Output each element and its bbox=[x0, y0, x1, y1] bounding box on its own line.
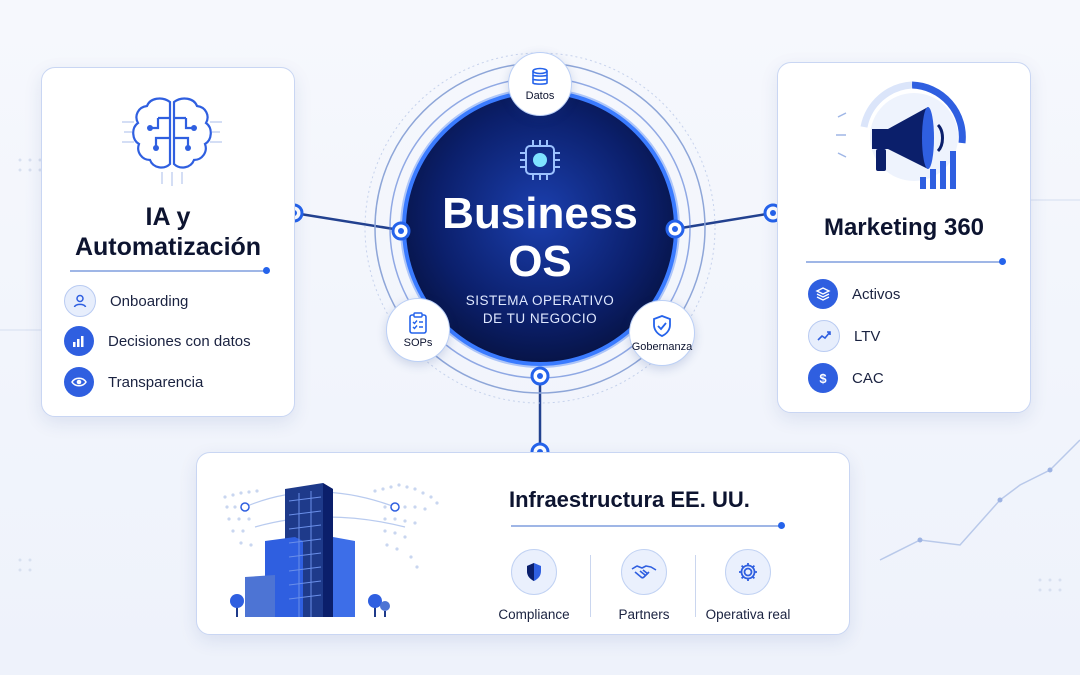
svg-text:$: $ bbox=[819, 371, 827, 386]
satellite-gobernanza[interactable]: Gobernanza bbox=[629, 300, 695, 366]
infrastructure-card-divider bbox=[511, 522, 785, 528]
marketing-card[interactable]: Marketing 360 Activos LTV $ CAC bbox=[777, 62, 1031, 413]
shield-check-icon bbox=[653, 314, 671, 337]
core-title: Business OS bbox=[420, 190, 660, 286]
marketing-item-label: Activos bbox=[852, 285, 901, 303]
satellite-datos-label: Datos bbox=[525, 89, 555, 102]
satellite-sops[interactable]: SOPs bbox=[386, 298, 450, 362]
megaphone-icon bbox=[836, 81, 966, 189]
shield-icon bbox=[511, 549, 557, 595]
infra-separator bbox=[590, 555, 591, 617]
chip-icon bbox=[520, 140, 560, 180]
layers-icon bbox=[808, 279, 838, 309]
handshake-icon bbox=[621, 549, 667, 595]
ia-card-title-line2: Automatización bbox=[74, 233, 262, 261]
gear-icon bbox=[725, 549, 771, 595]
infrastructure-card-title: Infraestructura EE. UU. bbox=[509, 487, 750, 512]
infra-item-label: Partners bbox=[618, 607, 670, 622]
marketing-item-label: CAC bbox=[852, 369, 884, 387]
ia-item-onboarding[interactable]: Onboarding bbox=[64, 285, 188, 317]
marketing-item-ltv[interactable]: LTV bbox=[808, 320, 880, 352]
marketing-card-divider bbox=[806, 258, 1006, 264]
ia-item-transparencia[interactable]: Transparencia bbox=[64, 367, 203, 397]
building-map-icon bbox=[223, 483, 439, 617]
us-map-dots bbox=[223, 483, 439, 569]
checklist-icon bbox=[409, 311, 427, 334]
ia-item-label: Transparencia bbox=[108, 373, 204, 391]
database-icon bbox=[532, 67, 548, 85]
ia-card-divider bbox=[70, 267, 270, 273]
connector-right bbox=[674, 211, 774, 231]
satellite-sops-label: SOPs bbox=[403, 336, 433, 349]
infra-item-label: Compliance bbox=[498, 607, 570, 622]
infra-item-compliance[interactable]: Compliance bbox=[479, 549, 589, 622]
satellite-datos[interactable]: Datos bbox=[508, 52, 572, 116]
marketing-item-label: LTV bbox=[854, 327, 881, 345]
ia-automation-card[interactable]: IA y Automatización Onboarding Decisione… bbox=[41, 67, 295, 417]
ia-card-title: IA y Automatización bbox=[42, 202, 294, 262]
core-title-line1: Business bbox=[442, 189, 638, 238]
connector-left bbox=[293, 211, 401, 232]
satellite-gobernanza-label: Gobernanza bbox=[631, 340, 693, 353]
infrastructure-card[interactable]: Infraestructura EE. UU. Compliance Partn… bbox=[196, 452, 850, 635]
infra-item-label: Operativa real bbox=[705, 607, 791, 622]
marketing-card-title: Marketing 360 bbox=[823, 214, 985, 241]
infra-separator bbox=[695, 555, 696, 617]
user-icon bbox=[64, 285, 96, 317]
core-subtitle-line1: SISTEMA OPERATIVO bbox=[465, 293, 615, 308]
office-building bbox=[245, 483, 355, 617]
ia-item-label: Decisiones con datos bbox=[108, 332, 251, 350]
marketing-item-cac[interactable]: $ CAC bbox=[808, 363, 884, 393]
ia-item-decisiones[interactable]: Decisiones con datos bbox=[64, 326, 251, 356]
bar-chart-icon bbox=[64, 326, 94, 356]
core-subtitle: SISTEMA OPERATIVO DE TU NEGOCIO bbox=[440, 292, 640, 328]
infra-item-operativa[interactable]: Operativa real bbox=[693, 549, 803, 622]
core-title-line2: OS bbox=[508, 237, 572, 286]
infra-item-partners[interactable]: Partners bbox=[589, 549, 699, 622]
ia-item-label: Onboarding bbox=[110, 292, 189, 310]
brain-circuit-icon bbox=[122, 97, 222, 186]
dollar-icon: $ bbox=[808, 363, 838, 393]
trees bbox=[230, 594, 390, 617]
eye-icon bbox=[64, 367, 94, 397]
core-subtitle-line2: DE TU NEGOCIO bbox=[482, 311, 598, 326]
ia-card-title-line1: IA y bbox=[145, 203, 191, 231]
trend-up-icon bbox=[808, 320, 840, 352]
marketing-item-activos[interactable]: Activos bbox=[808, 279, 900, 309]
